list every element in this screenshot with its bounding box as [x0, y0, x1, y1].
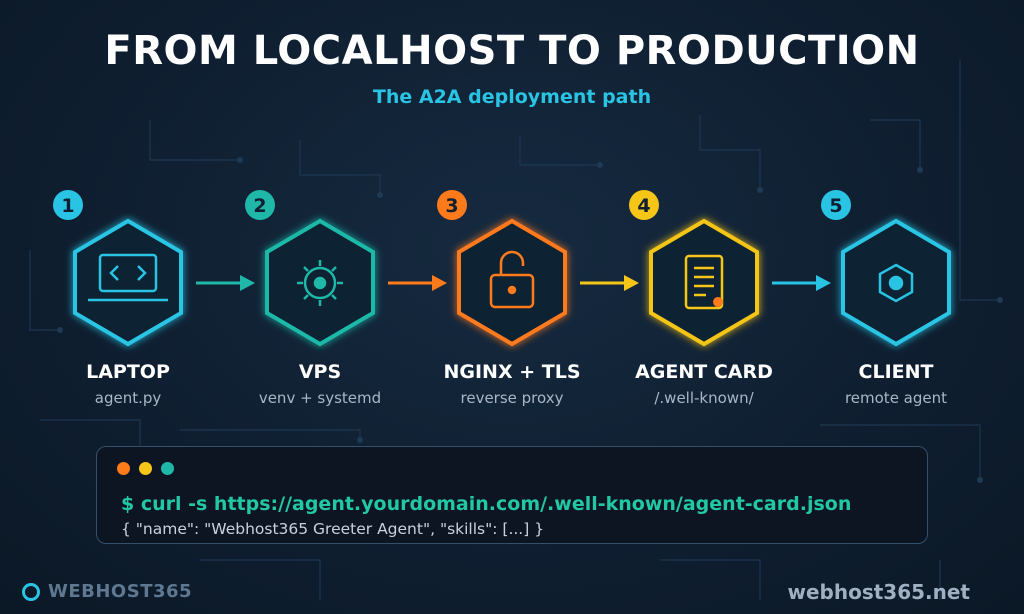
client-node-icon — [878, 263, 914, 303]
step-3-label: NGINX + TLS — [443, 361, 581, 383]
ring-icon — [22, 582, 40, 601]
deployment-flow: 1 2 3 — [53, 190, 951, 347]
step-4-sub: /.well-known/ — [654, 389, 754, 407]
step-1-label: LAPTOP — [86, 361, 170, 383]
gear-icon — [297, 260, 343, 306]
padlock-icon — [489, 250, 535, 309]
page-title: FROM LOCALHOST TO PRODUCTION — [104, 28, 920, 74]
step-5-label: CLIENT — [858, 361, 934, 383]
arrow-3-4 — [580, 275, 639, 291]
step-4-label: AGENT CARD — [635, 361, 773, 383]
terminal-dot-teal — [161, 462, 174, 475]
step-5-sub: remote agent — [844, 389, 948, 407]
step-2-node: 2 — [245, 190, 375, 347]
step-4-badge — [629, 190, 659, 220]
step-3-sub: reverse proxy — [460, 389, 564, 407]
step-5-badge — [821, 190, 851, 220]
document-icon — [684, 254, 724, 310]
brand-url: webhost365.net — [787, 580, 970, 604]
terminal-window: $ curl -s https://agent.yourdomain.com/.… — [96, 446, 928, 544]
terminal-dot-yellow — [139, 462, 152, 475]
arrow-1-2 — [196, 275, 255, 291]
step-1-number: 1 — [61, 195, 74, 217]
step-2-sub: venv + systemd — [258, 389, 382, 407]
step-2-number: 2 — [253, 195, 266, 217]
brand-logo: WEBHOST365 — [22, 581, 192, 602]
step-1-badge — [53, 190, 83, 220]
step-5-number: 5 — [829, 195, 842, 217]
step-3-number: 3 — [445, 195, 458, 217]
terminal-dot-orange — [117, 462, 130, 475]
arrow-2-3 — [388, 275, 447, 291]
step-4-node: 4 — [629, 190, 759, 347]
step-1-sub: agent.py — [94, 389, 162, 407]
arrow-4-5 — [772, 275, 831, 291]
terminal-command: $ curl -s https://agent.yourdomain.com/.… — [121, 493, 852, 515]
step-4-number: 4 — [637, 195, 650, 217]
brand-name: WEBHOST365 — [48, 581, 193, 602]
terminal-output: { "name": "Webhost365 Greeter Agent", "s… — [121, 520, 545, 538]
step-3-badge — [437, 190, 467, 220]
step-1-node: 1 — [53, 190, 183, 347]
step-2-label: VPS — [298, 361, 342, 383]
step-2-badge — [245, 190, 275, 220]
page-subtitle: The A2A deployment path — [372, 86, 652, 108]
laptop-code-icon — [88, 253, 168, 302]
step-3-node: 3 — [437, 190, 567, 347]
step-5-node: 5 — [821, 190, 951, 347]
